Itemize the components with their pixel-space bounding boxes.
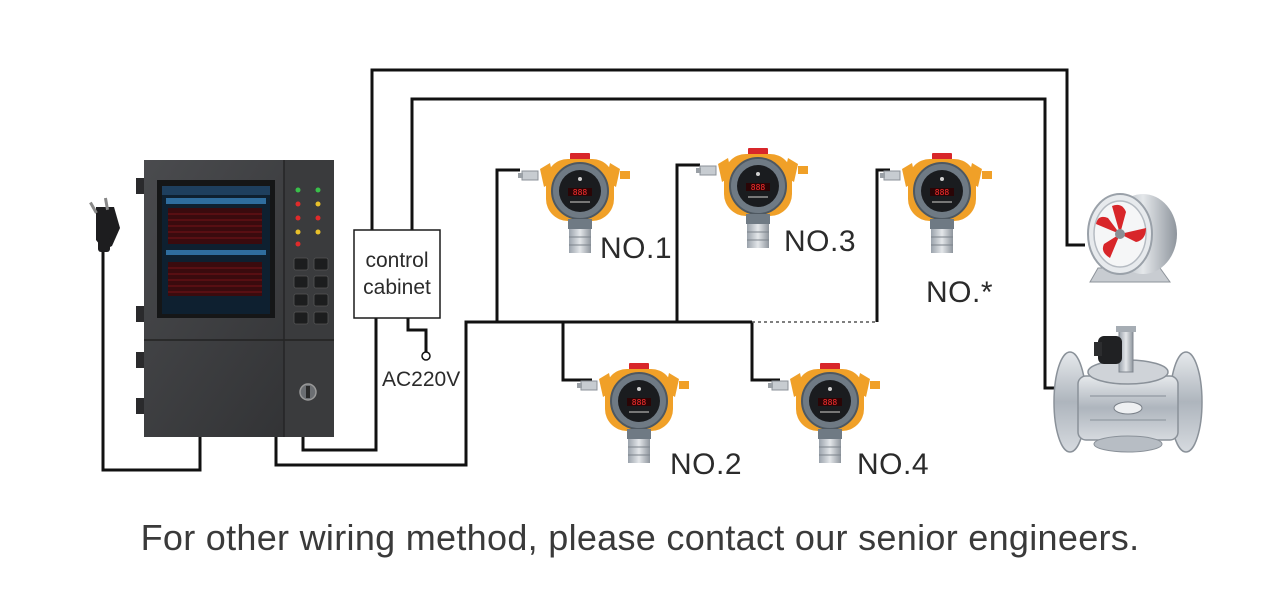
control-cabinet-label-line1: control [365,249,429,272]
wires [101,68,1085,472]
exhaust-fan-icon [1087,193,1177,283]
control-cabinet-box [353,229,441,319]
sensor-label-no4: NO.4 [857,448,930,481]
solenoid-valve-icon [1053,326,1203,453]
sensor-label-no2: NO.2 [670,448,743,481]
wire-cabinet-controller [301,318,378,452]
control-cabinet-label: control cabinet [354,247,440,301]
sensor-label-nostar: NO.* [926,276,994,309]
wire-no3 [675,163,700,322]
wire-valve [410,97,1060,390]
wire-plug [101,252,202,472]
footer-caption: For other wiring method, please contact … [140,517,1140,558]
wire-no2 [561,322,592,382]
power-label: AC220V [382,368,461,391]
wire-no4 [750,322,780,382]
controller-icon [136,160,334,437]
sensor-label-no1: NO.1 [600,232,673,265]
ac-terminal [421,351,431,361]
gas-detector-icon [879,152,993,254]
wire-nostar [875,168,890,322]
wire-no1 [495,168,520,322]
wire-fan-top [370,68,1085,247]
wire-ac220v [406,318,428,352]
wire-bus [274,320,752,467]
plug-icon [89,197,120,252]
control-cabinet-label-line2: cabinet [363,276,431,299]
sensor-label-no3: NO.3 [784,225,857,258]
